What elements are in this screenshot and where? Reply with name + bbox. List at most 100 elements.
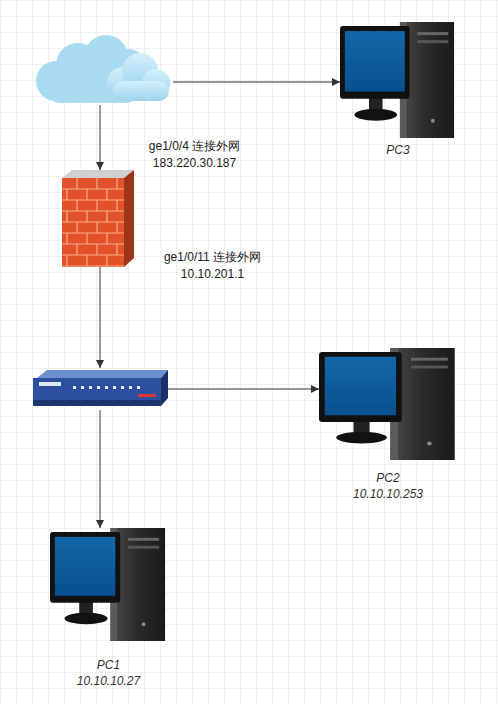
pc-drive-slot — [411, 358, 448, 361]
ip-address: 10.10.10.253 — [319, 486, 457, 502]
cloud-icon — [28, 33, 173, 105]
brick-joint — [66, 233, 67, 244]
brick-joint — [96, 266, 97, 267]
brick-joint — [116, 222, 117, 233]
switch-led — [89, 386, 92, 389]
brick-joint — [116, 178, 117, 189]
pc-screen — [325, 357, 396, 415]
pc-stand-neck — [369, 97, 383, 111]
brick-joint — [76, 222, 77, 233]
pc-drive-slot — [411, 366, 448, 369]
brick-joint — [66, 255, 67, 266]
brick-joint — [76, 200, 77, 211]
pc-stand-base — [355, 109, 398, 121]
pc-power-button — [142, 622, 146, 626]
device-name: PC3 — [340, 142, 456, 158]
pc-node: PC210.10.10.253 — [319, 348, 457, 502]
pc-monitor-frame — [50, 532, 120, 603]
firewall-side — [124, 170, 134, 267]
arrow-connector — [100, 410, 101, 528]
switch-led — [129, 386, 132, 389]
interface-label: ge1/0/4 连接外网 183.220.30.187 — [137, 138, 252, 172]
switch-top — [37, 370, 168, 378]
switch-led — [137, 386, 140, 389]
brick-joint — [96, 244, 97, 255]
switch-led — [121, 386, 124, 389]
switch-stripe — [138, 394, 156, 397]
brick-joint — [66, 189, 67, 200]
brick-joint — [116, 266, 117, 267]
switch-side — [161, 370, 168, 406]
device-name: PC2 — [319, 470, 457, 486]
brick-line — [62, 265, 124, 266]
pc-icon — [50, 528, 167, 641]
switch-led — [105, 386, 108, 389]
switch-led — [81, 386, 84, 389]
firewall-top — [62, 170, 134, 178]
pc-drive-slot — [417, 32, 448, 35]
brick-joint — [86, 211, 87, 222]
pc-stand-base — [336, 432, 387, 444]
device-name: PC1 — [50, 657, 167, 673]
brick-line — [62, 232, 124, 233]
firewall-node — [62, 170, 137, 267]
cloud-node — [28, 33, 173, 105]
brick-line — [62, 188, 124, 189]
firewall-front — [62, 178, 124, 267]
switch-front — [33, 378, 161, 400]
pc-power-button — [431, 119, 435, 123]
brick-joint — [116, 244, 117, 255]
switch-led — [73, 386, 76, 389]
brick-line — [62, 221, 124, 222]
ip-address: 10.10.10.27 — [50, 673, 167, 689]
pc-screen — [345, 31, 405, 92]
pc-node: PC3 — [340, 22, 456, 158]
firewall-bricks — [62, 178, 124, 267]
brick-joint — [66, 211, 67, 222]
brick-joint — [96, 178, 97, 189]
brick-joint — [76, 244, 77, 255]
cloud-front — [107, 53, 170, 101]
switch-bottom — [33, 400, 161, 406]
pc-drive-slot — [128, 546, 159, 549]
brick-line — [62, 254, 124, 255]
pc-icon — [340, 22, 456, 138]
brick-joint — [106, 189, 107, 200]
brick-line — [62, 210, 124, 211]
brick-joint — [86, 189, 87, 200]
firewall-icon — [62, 170, 137, 267]
pc-power-button — [427, 441, 432, 445]
brick-joint — [76, 266, 77, 267]
arrow-connector — [168, 389, 319, 390]
pc-monitor-frame — [319, 352, 402, 422]
switch-led — [113, 386, 116, 389]
brick-joint — [86, 255, 87, 266]
pc-screen — [55, 537, 115, 596]
brick-joint — [96, 200, 97, 211]
switch-led — [97, 386, 100, 389]
switch-badge — [39, 382, 61, 386]
brick-joint — [106, 211, 107, 222]
pc-stand-base — [65, 613, 108, 625]
pc-drive-slot — [417, 40, 448, 43]
switch-node — [33, 368, 168, 410]
pc-stand-neck — [79, 601, 93, 615]
brick-joint — [116, 200, 117, 211]
interface-label: ge1/0/11 连接外网 10.10.201.1 — [150, 249, 275, 283]
cloud-base — [113, 81, 169, 101]
switch-icon — [33, 368, 168, 410]
brick-line — [62, 243, 124, 244]
brick-joint — [106, 233, 107, 244]
pc-stand-neck — [354, 420, 370, 434]
pc-icon — [319, 348, 457, 460]
pc-node: PC110.10.10.27 — [50, 528, 167, 689]
pc-monitor-frame — [340, 26, 410, 99]
arrow-connector — [100, 267, 101, 368]
brick-line — [62, 199, 124, 200]
brick-joint — [106, 255, 107, 266]
arrow-connector — [173, 82, 340, 83]
brick-joint — [76, 178, 77, 189]
pc-drive-slot — [128, 538, 159, 541]
